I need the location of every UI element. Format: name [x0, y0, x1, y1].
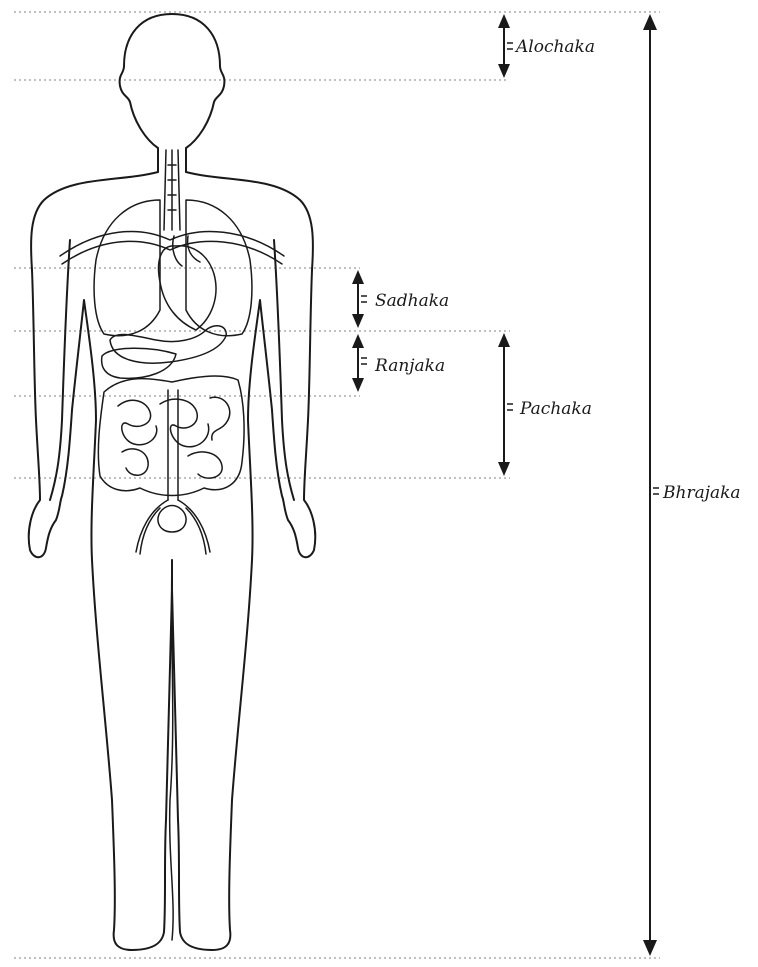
ranjaka-arrow-up: [352, 334, 364, 348]
small-intestine: [118, 397, 230, 478]
alochaka-marker: Alochaka: [498, 14, 595, 78]
pachaka-label: Pachaka: [519, 399, 592, 419]
alochaka-label: Alochaka: [514, 37, 595, 57]
heart: [159, 246, 216, 330]
sadhaka-arrow-down: [352, 314, 364, 328]
pachaka-marker: Pachaka: [498, 333, 592, 476]
sadhaka-marker: Sadhaka: [352, 270, 449, 328]
neck-vessels: [164, 150, 180, 230]
pelvic-vessels: [136, 500, 210, 554]
alochaka-arrow-down: [498, 64, 510, 78]
right-side-outline: [172, 172, 315, 950]
head-outline: [120, 14, 225, 172]
bhrajaka-arrow-up: [643, 14, 657, 30]
descending-vessel: [168, 390, 178, 500]
ranjaka-label: Ranjaka: [374, 356, 445, 376]
bladder: [158, 506, 186, 533]
bhrajaka-marker: Bhrajaka: [643, 14, 741, 956]
sadhaka-label: Sadhaka: [375, 291, 449, 311]
sadhaka-arrow-up: [352, 270, 364, 284]
left-side-outline: [29, 172, 172, 950]
ranjaka-arrow-down: [352, 378, 364, 392]
bhrajaka-label: Bhrajaka: [662, 483, 741, 503]
bhrajaka-arrow-down: [643, 940, 657, 956]
ranjaka-marker: Ranjaka: [352, 334, 445, 392]
pachaka-arrow-up: [498, 333, 510, 347]
guide-lines: [14, 12, 660, 958]
alochaka-arrow-up: [498, 14, 510, 28]
pachaka-arrow-down: [498, 462, 510, 476]
